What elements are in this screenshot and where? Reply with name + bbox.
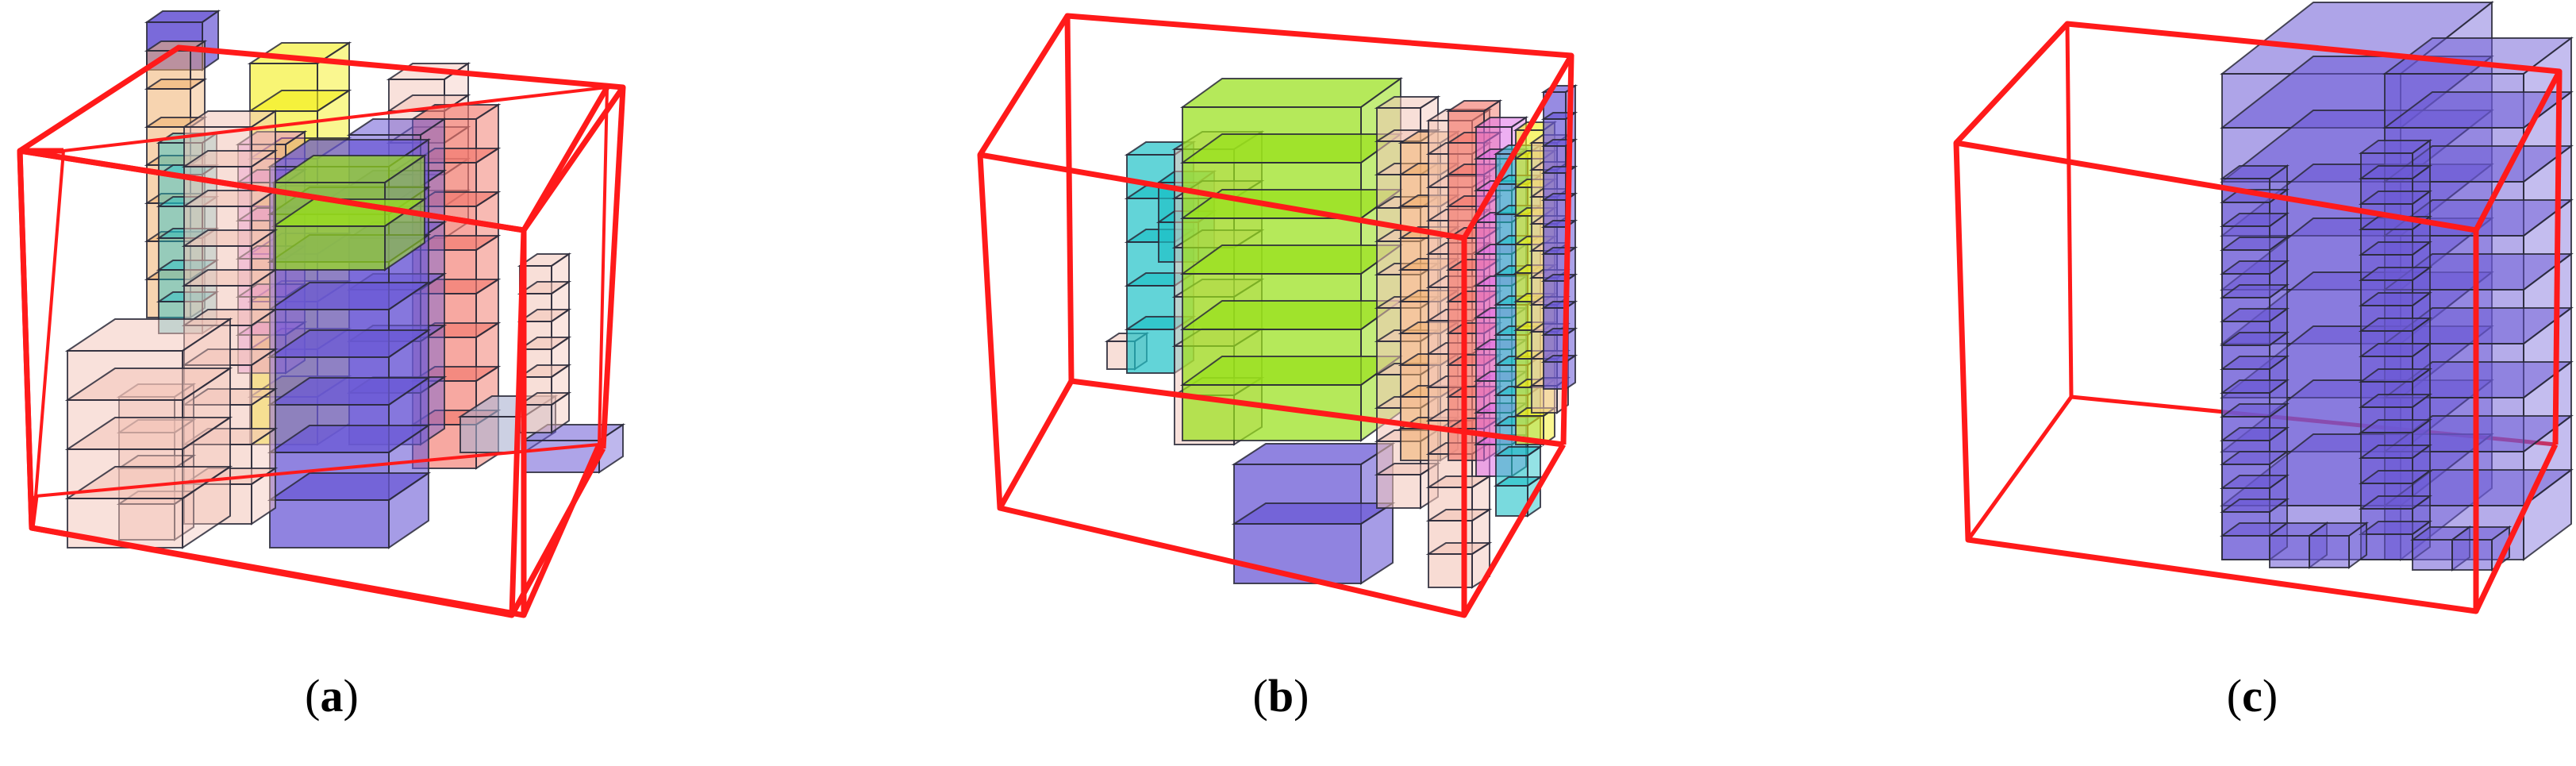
item-box [2306,522,2370,569]
container-wireframe [977,13,1574,618]
panel-c-packing [1953,0,2574,614]
container-front [17,44,626,618]
item-box [1540,354,1578,391]
item-box [64,465,233,549]
caption-b: (b) [1252,670,1309,722]
container-wireframe [1953,21,2563,614]
caption-a: (a) [305,670,359,722]
item-box [1231,502,1396,585]
panel-b-packing [977,13,1578,618]
item-box [1425,541,1493,589]
item-box [2449,525,2513,572]
caption-c: (c) [2226,670,2278,722]
item-box [517,391,572,434]
panel-a-packing [17,10,626,618]
item-box [267,472,432,549]
